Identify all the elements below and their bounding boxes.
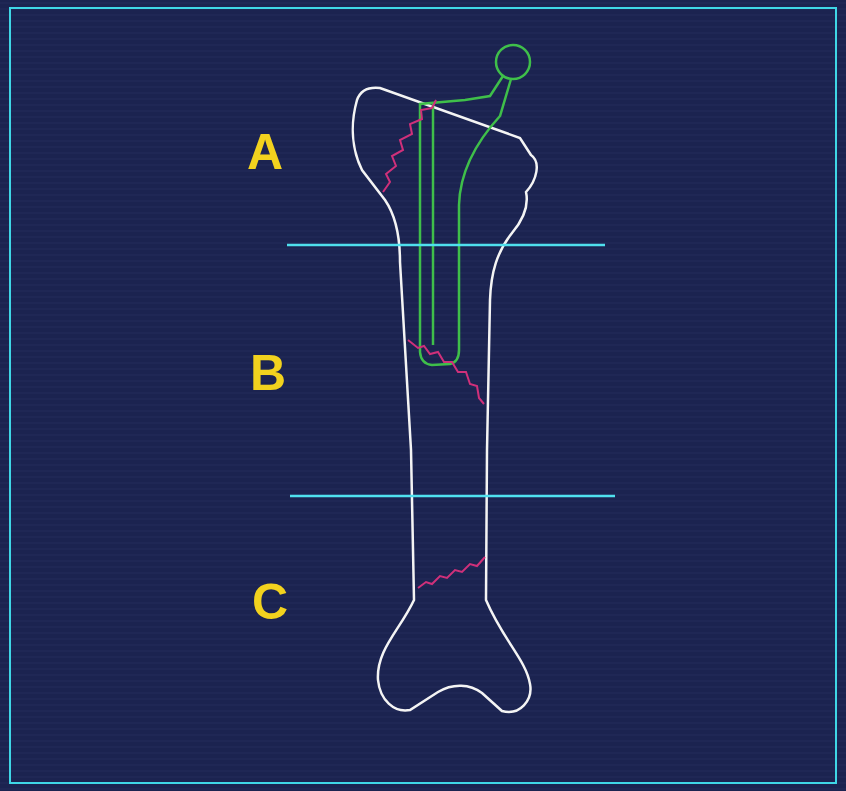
zone-divider [290,495,615,498]
zone-divider [287,244,605,247]
zone-label: C [252,577,288,627]
prosthesis-stem [420,76,511,365]
fracture-line [383,100,436,192]
prosthesis-head [496,45,530,79]
fracture-line [408,340,484,404]
zone-label: A [247,127,283,177]
fracture-lines [383,100,485,588]
zone-label: B [250,348,286,398]
fracture-line [418,557,485,588]
prosthesis [420,45,530,365]
femur-outline [353,88,537,712]
prosthesis-edge [432,103,435,345]
frame [10,8,836,783]
